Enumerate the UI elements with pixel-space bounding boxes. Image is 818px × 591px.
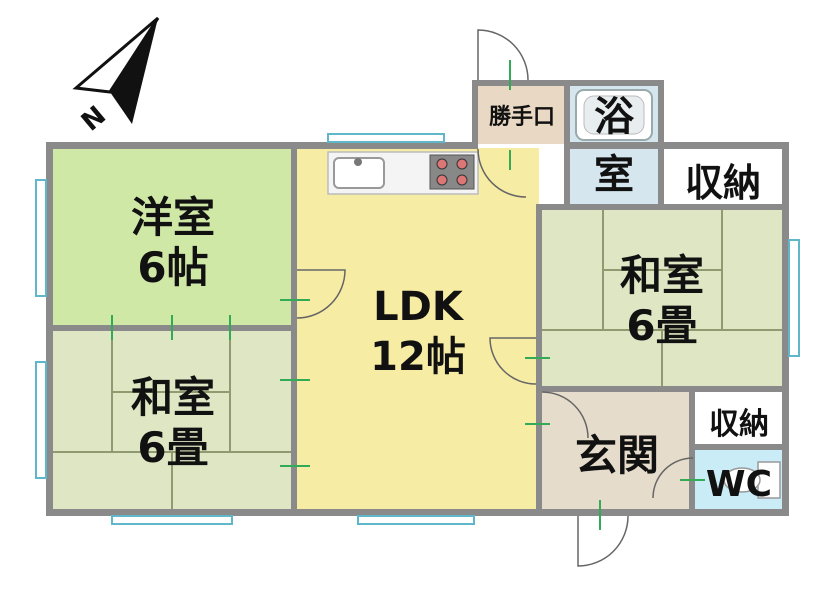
- sink-icon: [333, 157, 385, 189]
- room-katteguchi-name: 勝手口: [489, 105, 555, 130]
- room-youshitsu-size: 6帖: [137, 243, 208, 292]
- kitchen-counter: [327, 151, 479, 195]
- room-yokushitsu-line2: 室: [594, 152, 634, 198]
- room-genkan-fill: [541, 392, 691, 510]
- stove-icon: [429, 154, 475, 190]
- door-markers: [111, 60, 705, 530]
- room-ldk-name: LDK: [373, 284, 465, 330]
- tatami-grid-right: [541, 210, 784, 388]
- room-ldk-fill: [297, 148, 539, 510]
- room-ldk-size: 12帖: [370, 334, 466, 380]
- windows: [35, 133, 800, 525]
- room-shuno-top-name: 収納: [685, 161, 761, 205]
- toilet-icon: [723, 461, 781, 499]
- room-wc-name: WC: [706, 464, 772, 505]
- room-youshitsu-fill: [51, 148, 295, 326]
- room-shuno-bottom-name: 収納: [709, 407, 769, 442]
- room-shuno-bottom-fill: [693, 392, 784, 446]
- room-washitsu-left-name: 和室: [131, 373, 215, 422]
- room-youshitsu-name: 洋室: [131, 193, 215, 242]
- room-genkan-name: 玄関: [575, 431, 659, 480]
- tatami-grid-left: [51, 330, 295, 510]
- compass-north-arrow-icon: N: [72, 16, 160, 137]
- doors: [296, 29, 694, 567]
- room-shuno-top-fill: [662, 148, 784, 208]
- bathtub-icon: [575, 89, 653, 141]
- room-yokushitsu-line1: 浴: [594, 94, 635, 140]
- room-washitsu-left-size: 6畳: [137, 423, 208, 472]
- room-washitsu-right-name: 和室: [620, 251, 704, 300]
- room-katteguchi-fill: [476, 84, 568, 144]
- compass-north-label: N: [76, 100, 112, 137]
- room-washitsu-right-size: 6畳: [626, 301, 697, 350]
